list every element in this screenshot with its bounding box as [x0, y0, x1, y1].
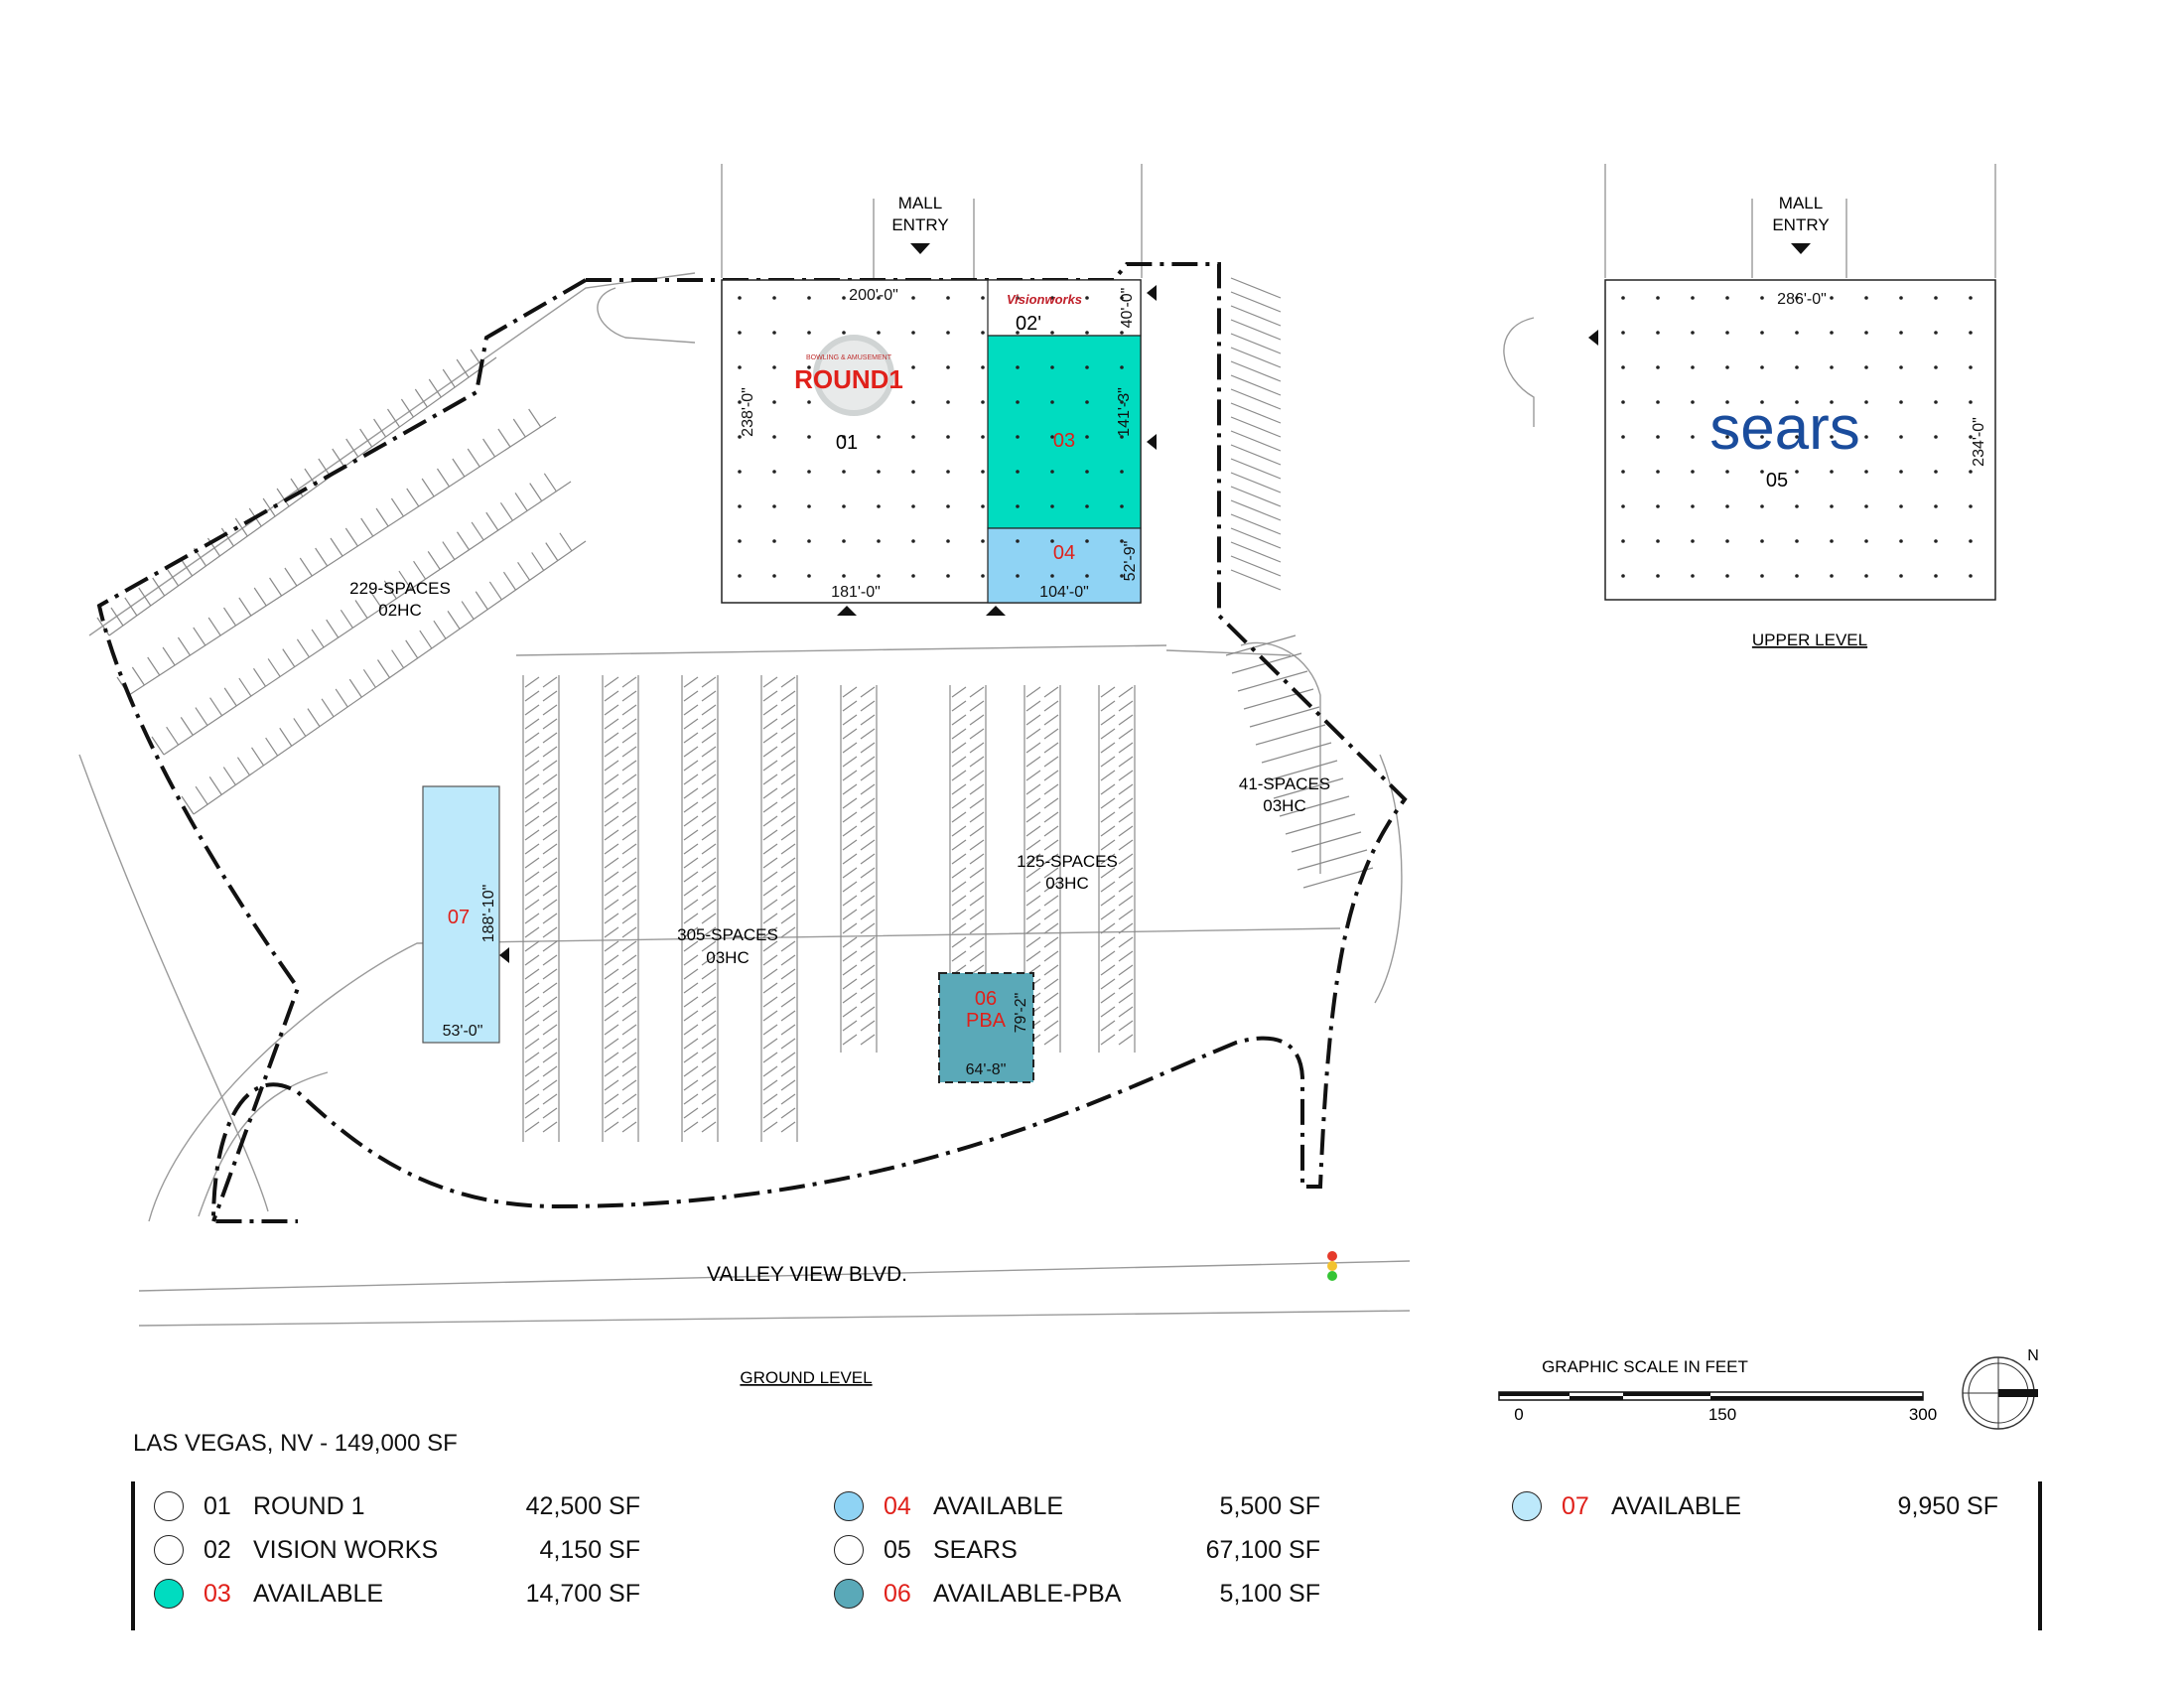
parking-229-spaces: 229-SPACES: [349, 579, 451, 598]
parking-305-hc: 03HC: [706, 948, 749, 967]
parking-rows: [96, 277, 1374, 1142]
dim-sears-height: 234'-0": [1971, 417, 1987, 467]
unit-03-available[interactable]: [987, 335, 1142, 529]
round1-wordmark: ROUND1: [794, 364, 903, 394]
unit-06-pba[interactable]: [938, 972, 1034, 1083]
parking-305-spaces: 305-SPACES: [677, 925, 778, 944]
mall-entry-left-line2: ENTRY: [891, 215, 948, 234]
upper-level-label: UPPER LEVEL: [1752, 631, 1867, 649]
dim-bottom-right: 104'-0": [1039, 584, 1089, 601]
scale-tick-300: 300: [1909, 1405, 1937, 1424]
scale-title: GRAPHIC SCALE IN FEET: [1542, 1357, 1748, 1376]
dim-left-height: 238'-0": [740, 387, 756, 437]
unit-06-label: 06: [975, 988, 997, 1010]
property-boundary: [96, 262, 1408, 1223]
column-grid: [738, 296, 1973, 578]
round1-tagline: BOWLING & AMUSEMENT: [806, 354, 892, 361]
unit-04-available[interactable]: [987, 527, 1142, 604]
parking-125-spaces: 125-SPACES: [1017, 852, 1118, 871]
dim-sears-width: 286'-0": [1777, 291, 1827, 308]
parking-41-hc: 03HC: [1263, 796, 1305, 815]
north-arrow-icon: N: [1962, 1347, 2039, 1430]
dim-unit03-height: 141'-3": [1116, 387, 1133, 437]
round1-logo: BOWLING & AMUSEMENT ROUND1: [794, 335, 903, 416]
dim-top-width: 200'-0": [849, 287, 898, 304]
parking-41-spaces: 41-SPACES: [1239, 774, 1330, 793]
graphic-scale: GRAPHIC SCALE IN FEET 0 150 300: [1498, 1357, 1937, 1424]
unit-05-label: 05: [1766, 470, 1788, 492]
unit-01-label: 01: [836, 432, 858, 454]
dim-unit06-height: 79'-2": [1013, 993, 1029, 1034]
dim-bottom-left: 181'-0": [831, 584, 881, 601]
visionworks-logo: Visionworks: [1007, 292, 1082, 307]
unit-02-visionworks[interactable]: [987, 279, 1142, 337]
dim-unit04-height: 52'-9": [1122, 541, 1139, 582]
mall-entry-right-line1: MALL: [1779, 194, 1823, 212]
sears-logo: sears: [1709, 394, 1860, 463]
unit-06-sublabel: PBA: [966, 1010, 1007, 1032]
scale-tick-0: 0: [1514, 1405, 1523, 1424]
unit-07-label: 07: [448, 907, 470, 928]
unit-03-label: 03: [1053, 430, 1075, 452]
dimension-labels: 200'-0" 238'-0" 40'-0" 141'-3" 52'-9" 18…: [443, 287, 1987, 1078]
dim-visionworks-height: 40'-0": [1119, 288, 1136, 329]
dim-unit07-width: 53'-0": [443, 1023, 483, 1040]
scale-tick-150: 150: [1708, 1405, 1736, 1424]
dim-unit07-height: 188'-10": [480, 885, 497, 943]
entry-arrows: [499, 243, 1811, 963]
mall-walls: [721, 164, 1996, 278]
parking-229-hc: 02HC: [378, 601, 421, 620]
building-sears[interactable]: [1604, 279, 1996, 601]
dim-unit06-width: 64'-8": [966, 1061, 1007, 1078]
parking-labels: 229-SPACES 02HC 305-SPACES 03HC 125-SPAC…: [349, 579, 1330, 967]
traffic-light-icon: [1327, 1251, 1337, 1281]
parking-125-hc: 03HC: [1045, 874, 1088, 893]
north-label: N: [2027, 1347, 2039, 1364]
visionworks-wordmark: Visionworks: [1007, 292, 1082, 307]
unit-07-available[interactable]: [422, 785, 500, 1044]
ground-level-label: GROUND LEVEL: [740, 1368, 872, 1387]
unit-02-label: 02': [1016, 313, 1041, 335]
street-name: VALLEY VIEW BLVD.: [707, 1263, 907, 1286]
unit-04-label: 04: [1053, 542, 1075, 564]
mall-entry-left-line1: MALL: [898, 194, 942, 212]
mall-entry-right-line2: ENTRY: [1772, 215, 1829, 234]
